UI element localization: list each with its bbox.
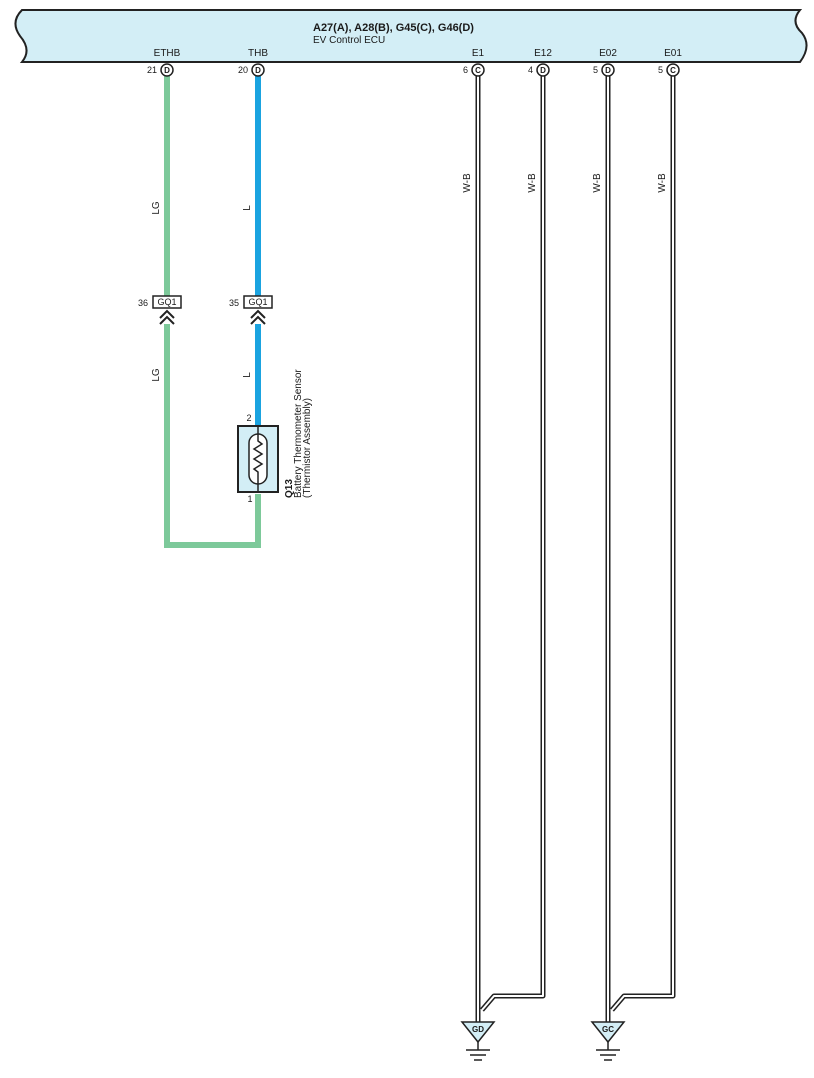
ground-point-gd[interactable]: GD	[460, 1021, 496, 1061]
ground-icon	[596, 1042, 620, 1061]
wire-e12[interactable]	[480, 76, 546, 1012]
wire-ethb-lower[interactable]	[164, 324, 261, 548]
junction-connector-ethb[interactable]: GQ1 36	[138, 295, 182, 325]
junction-pin-thb: 35	[229, 298, 239, 308]
wire-color-ethb-lower: LG	[151, 368, 162, 382]
terminal-label-e01: E01	[664, 48, 682, 59]
ecu-pin-number-e12: 4	[528, 65, 533, 75]
terminal-label-e12: E12	[534, 48, 552, 59]
svg-text:D: D	[164, 66, 170, 75]
ecu-pin-e12[interactable]: D 4	[528, 63, 550, 77]
svg-text:D: D	[540, 66, 546, 75]
ecu-connectors: A27(A), A28(B), G45(C), G46(D)	[313, 22, 474, 34]
ecu-pin-ethb[interactable]: D 21	[147, 63, 174, 77]
ecu-name: EV Control ECU	[313, 35, 385, 46]
svg-text:GD: GD	[472, 1025, 484, 1034]
svg-text:GQ1: GQ1	[157, 297, 176, 307]
wire-color-e1: W-B	[462, 173, 473, 193]
ecu-pin-number-ethb: 21	[147, 65, 157, 75]
wire-e01[interactable]	[610, 76, 676, 1012]
ecu-pin-e1[interactable]: C 6	[463, 63, 485, 77]
svg-text:GC: GC	[602, 1025, 614, 1034]
sensor-pin-top: 2	[246, 413, 251, 423]
terminal-label-e1: E1	[472, 48, 485, 59]
sensor-name: Battery Thermometer Sensor	[293, 369, 304, 498]
ecu-pin-number-e01: 5	[658, 65, 663, 75]
terminal-label-e02: E02	[599, 48, 617, 59]
terminal-label-thb: THB	[248, 48, 268, 59]
wire-color-e01: W-B	[657, 173, 668, 193]
wire-color-thb-upper: L	[242, 205, 253, 211]
ground-wires	[475, 76, 676, 1022]
ecu-pin-e02[interactable]: D 5	[593, 63, 615, 77]
junction-pin-ethb: 36	[138, 298, 148, 308]
ecu-pin-number-e02: 5	[593, 65, 598, 75]
svg-text:C: C	[670, 66, 676, 75]
svg-text:C: C	[475, 66, 481, 75]
svg-text:D: D	[255, 66, 261, 75]
wire-color-thb-lower: L	[242, 372, 253, 378]
resistor-icon	[252, 426, 264, 492]
svg-text:GQ1: GQ1	[248, 297, 267, 307]
ecu-pin-number-thb: 20	[238, 65, 248, 75]
wire-color-ethb-upper: LG	[151, 201, 162, 215]
wire-color-e12: W-B	[527, 173, 538, 193]
ecu-box[interactable]	[14, 9, 808, 63]
sensor-code: Q13	[284, 479, 295, 498]
terminal-label-ethb: ETHB	[154, 48, 181, 59]
sensor-sub: (Thermistor Assembly)	[302, 398, 313, 498]
sensor-pin-bottom: 1	[247, 494, 252, 504]
wire-color-e02: W-B	[592, 173, 603, 193]
ecu-pin-e01[interactable]: C 5	[658, 63, 680, 77]
svg-text:D: D	[605, 66, 611, 75]
ground-icon	[466, 1042, 490, 1061]
ecu-pin-number-e1: 6	[463, 65, 468, 75]
thermistor-sensor[interactable]	[237, 425, 279, 493]
ground-point-gc[interactable]: GC	[590, 1021, 626, 1061]
junction-connector-thb[interactable]: GQ1 35	[229, 295, 273, 325]
ecu-pin-thb[interactable]: D 20	[238, 63, 265, 77]
